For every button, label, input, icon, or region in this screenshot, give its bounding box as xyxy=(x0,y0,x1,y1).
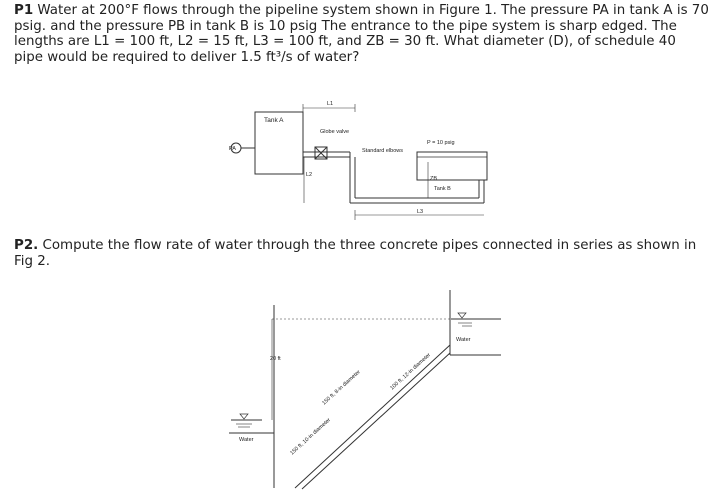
tank-a xyxy=(254,111,304,175)
zb-label: ZB xyxy=(430,176,437,182)
tank-b xyxy=(416,151,488,181)
l3-label: L3 xyxy=(417,209,423,215)
problem-2-label: P2. xyxy=(14,238,39,253)
problem-1-text: Water at 200°F flows through the pipelin… xyxy=(14,3,709,65)
problem-1-label: P1 xyxy=(14,3,34,18)
figure-2: Water Water 20 ft 100 ft, 12-in diameter… xyxy=(229,290,501,490)
tank-a-label: Tank A xyxy=(264,117,284,124)
figure-1: Tank A PA Globe valve L1 L2 Standard elb… xyxy=(229,101,488,220)
height-label: 20 ft xyxy=(270,356,281,362)
tank-b-label: Tank B xyxy=(434,186,451,192)
globe-valve-label: Globe valve xyxy=(320,129,349,135)
pressure-b-label: P = 10 psig xyxy=(427,140,455,146)
problem-2-text: Compute the flow rate of water through t… xyxy=(14,238,697,269)
globe-valve xyxy=(314,146,328,160)
l1-label: L1 xyxy=(327,101,333,107)
problem-2: P2. Compute the flow rate of water throu… xyxy=(14,238,709,269)
l2-label: L2 xyxy=(306,172,312,178)
pipe-lower-label: 150 ft, 10-in diameter xyxy=(289,417,332,456)
lower-water-label: Water xyxy=(239,437,254,443)
pa-label: PA xyxy=(229,146,236,152)
pipe-middle-label: 150 ft, 8-in diameter xyxy=(321,369,361,406)
upper-water-label: Water xyxy=(456,337,471,343)
pipe-upper-label: 100 ft, 12-in diameter xyxy=(389,352,432,391)
problem-1: P1 Water at 200°F flows through the pipe… xyxy=(14,3,709,65)
standard-elbows-label: Standard elbows xyxy=(362,148,403,154)
